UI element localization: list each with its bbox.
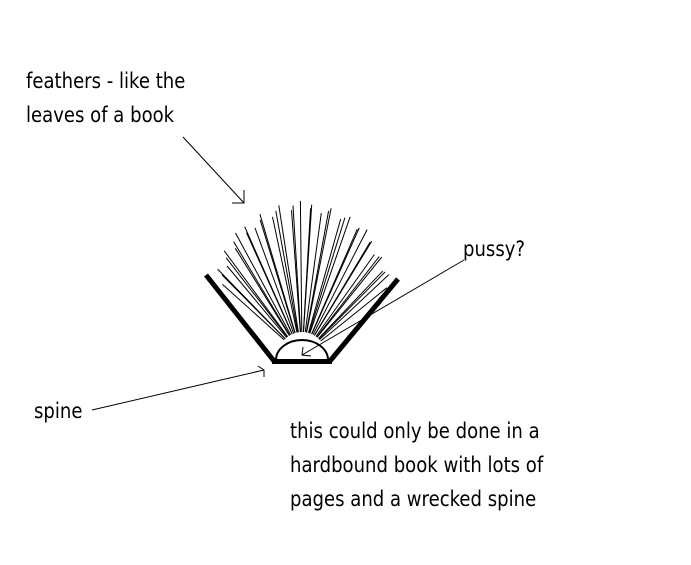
page-line: [275, 210, 299, 333]
page-line: [315, 254, 375, 337]
feathers-line-1: feathers - like the: [26, 69, 186, 93]
page-line: [303, 204, 313, 333]
book-covers: [204, 273, 400, 364]
page-line: [318, 271, 386, 340]
spine-arrowhead: [257, 365, 265, 377]
pussy-arrowhead: [301, 346, 312, 357]
page-line: [320, 287, 388, 342]
page-line: [278, 205, 299, 333]
page-line: [319, 274, 390, 340]
pussy-label: pussy?: [463, 237, 526, 261]
page-line: [222, 284, 285, 341]
page-line: [259, 214, 296, 334]
page-line: [316, 256, 380, 338]
page-line: [305, 210, 330, 333]
feathers-arrowhead: [232, 190, 245, 204]
spine-hollow: [274, 339, 330, 361]
page-line: [254, 227, 295, 334]
page-line: [313, 240, 373, 336]
page-line: [217, 268, 286, 340]
page-line: [309, 216, 351, 334]
hardbound-line-2: hardbound book with lots of: [290, 453, 544, 477]
page-line: [292, 205, 302, 333]
page-line: [306, 208, 332, 333]
left-cover: [204, 273, 276, 363]
feathers-annotation: feathers - like the leaves of a book: [26, 64, 185, 132]
hardbound-annotation: this could only be done in a hardbound b…: [290, 414, 543, 516]
page-line: [226, 265, 287, 338]
page-line: [234, 248, 290, 336]
page-line: [316, 256, 383, 338]
page-line: [235, 232, 292, 336]
page-line: [299, 200, 303, 333]
right-cover: [328, 277, 400, 363]
page-line: [318, 270, 384, 339]
page-line: [291, 210, 301, 333]
spine-label: spine: [34, 399, 83, 423]
feathers-line-2: leaves of a book: [26, 103, 175, 127]
page-line: [308, 218, 342, 334]
page-line: [244, 226, 293, 335]
hardbound-line-3: pages and a wrecked spine: [290, 487, 537, 511]
page-line: [223, 250, 289, 337]
pussy-annotation: pussy?: [463, 232, 525, 266]
page-line: [308, 217, 346, 334]
page-line: [304, 213, 322, 333]
pussy-pointer: [301, 259, 465, 356]
page-line: [312, 229, 368, 335]
page-line: [225, 257, 288, 338]
spine-pointer: [91, 369, 265, 411]
page-line: [233, 241, 291, 336]
book-pages: [217, 200, 390, 342]
hardbound-line-1: this could only be done in a: [290, 419, 540, 443]
page-line: [311, 227, 360, 335]
page-line: [272, 216, 298, 333]
pointer-lines: [91, 136, 465, 411]
feathers-pointer: [182, 136, 245, 204]
spine-annotation: spine: [34, 394, 82, 428]
